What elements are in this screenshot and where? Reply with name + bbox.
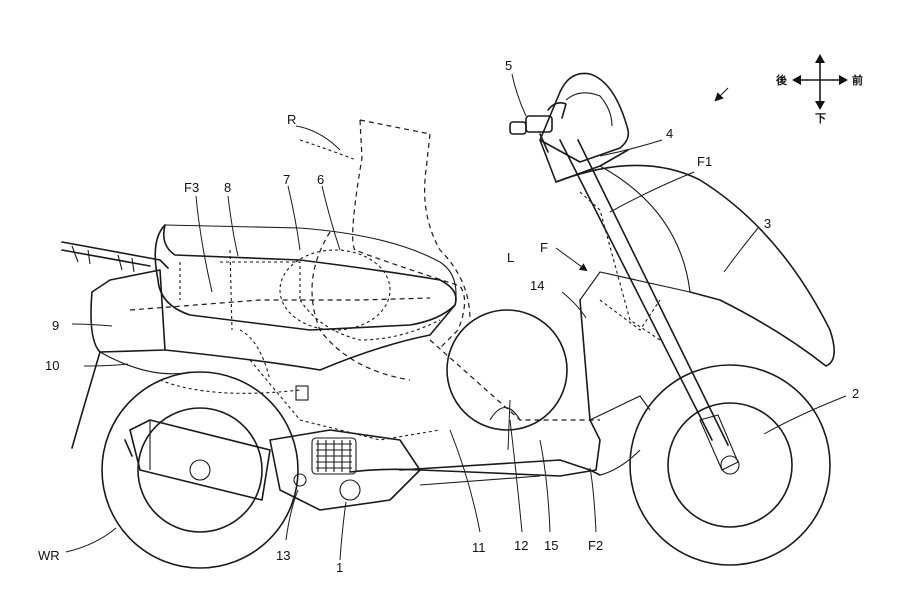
direction-down-label: 下 bbox=[815, 112, 826, 125]
label-10: 10 bbox=[45, 358, 59, 373]
reference-labels: 5 4 F1 3 R F3 8 7 6 F L 14 9 10 2 WR 13 … bbox=[38, 58, 859, 575]
label-3: 3 bbox=[764, 216, 771, 231]
label-13: 13 bbox=[276, 548, 290, 563]
engine bbox=[269, 385, 421, 511]
label-11: 11 bbox=[472, 540, 486, 555]
label-7: 7 bbox=[283, 172, 290, 187]
label-l: L bbox=[507, 250, 514, 265]
direction-rear-label: 後 bbox=[776, 73, 788, 87]
leg-shield bbox=[555, 164, 835, 367]
fuel-tank bbox=[446, 309, 568, 431]
rear-wheel bbox=[101, 371, 299, 569]
cross-arrows-icon bbox=[792, 54, 848, 110]
rear-carrier bbox=[61, 241, 169, 273]
label-f: F bbox=[540, 240, 548, 255]
label-f3: F3 bbox=[184, 180, 199, 195]
label-1: 1 bbox=[336, 560, 343, 575]
view-arrow-icon bbox=[714, 87, 729, 102]
label-f2: F2 bbox=[588, 538, 603, 553]
label-8: 8 bbox=[224, 180, 231, 195]
handlebar bbox=[509, 102, 567, 153]
label-2: 2 bbox=[852, 386, 859, 401]
rider-outline bbox=[299, 119, 471, 381]
seat bbox=[154, 224, 457, 331]
label-r: R bbox=[287, 112, 296, 127]
label-14: 14 bbox=[530, 278, 544, 293]
front-fork bbox=[559, 139, 739, 471]
muffler bbox=[124, 419, 271, 501]
label-9: 9 bbox=[52, 318, 59, 333]
direction-front-label: 前 bbox=[852, 73, 863, 87]
frame-hidden-lines bbox=[129, 191, 661, 441]
front-wheel bbox=[629, 364, 831, 566]
label-f1: F1 bbox=[697, 154, 712, 169]
label-12: 12 bbox=[514, 538, 528, 553]
front-cowl bbox=[539, 72, 630, 183]
rear-body bbox=[71, 269, 456, 449]
label-5: 5 bbox=[505, 58, 512, 73]
lower-frame bbox=[399, 449, 641, 486]
label-15: 15 bbox=[544, 538, 558, 553]
leader-lines bbox=[65, 73, 847, 561]
label-wr: WR bbox=[38, 548, 60, 563]
label-6: 6 bbox=[317, 172, 324, 187]
direction-indicator: 後 前 下 bbox=[776, 54, 863, 125]
label-4: 4 bbox=[666, 126, 673, 141]
